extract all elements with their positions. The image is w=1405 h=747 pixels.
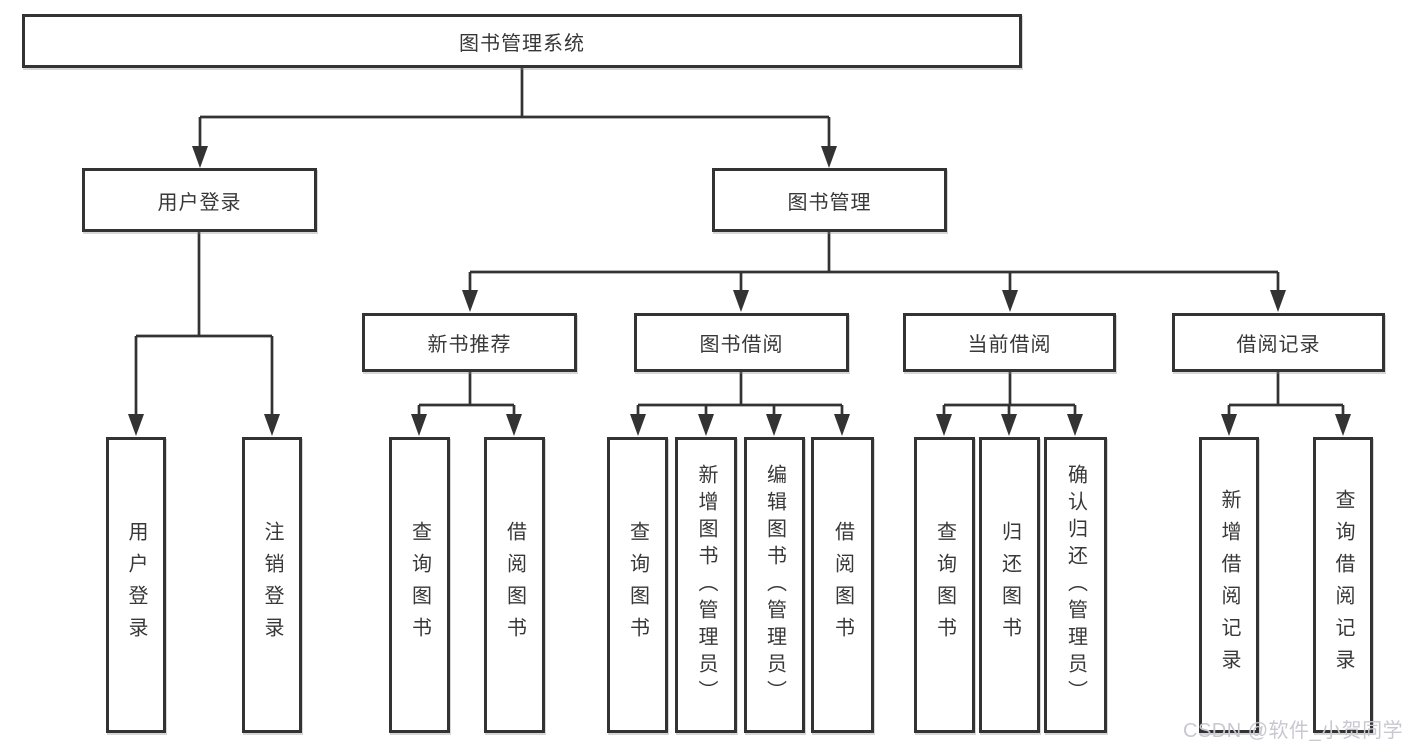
node-rec-borrow-books: 借阅图书 (484, 437, 545, 733)
node-leaf-user-login-label: 用户登录 (125, 521, 147, 649)
node-rec-borrow-books-label: 借阅图书 (503, 521, 526, 649)
node-book-management-label: 图书管理 (787, 191, 872, 214)
node-book-management: 图书管理 (712, 168, 947, 232)
node-bb-edit-books-admin: 编辑图书（管理员） (744, 437, 805, 733)
node-borrow-records: 借阅记录 (1172, 313, 1385, 372)
node-current-borrow: 当前借阅 (903, 313, 1116, 372)
node-user-login-label: 用户登录 (157, 191, 242, 214)
node-rec-query-books-label: 查询图书 (408, 521, 431, 649)
node-leaf-logout-label: 注销登录 (261, 521, 283, 649)
node-cb-query-books-label: 查询图书 (933, 521, 956, 649)
node-current-borrow-label: 当前借阅 (967, 334, 1052, 356)
node-cb-return-books-label: 归还图书 (998, 521, 1021, 649)
node-borrow-records-label: 借阅记录 (1236, 334, 1321, 356)
csdn-watermark: CSDN @软件_小贺同学 (1183, 720, 1404, 742)
node-book-borrow: 图书借阅 (634, 313, 849, 372)
node-bb-edit-books-admin-label: 编辑图书（管理员） (763, 463, 786, 707)
node-bb-query-books: 查询图书 (607, 437, 668, 733)
node-user-login: 用户登录 (82, 168, 317, 232)
node-br-query-record: 查询借阅记录 (1313, 437, 1373, 733)
node-leaf-user-login: 用户登录 (106, 437, 166, 733)
node-library-system-label: 图书管理系统 (459, 32, 585, 55)
node-cb-query-books: 查询图书 (914, 437, 975, 733)
node-library-system: 图书管理系统 (22, 14, 1022, 68)
node-cb-confirm-return-admin: 确认归还（管理员） (1044, 437, 1107, 733)
node-cb-return-books: 归还图书 (979, 437, 1040, 733)
node-bb-add-books-admin-label: 新增图书（管理员） (695, 463, 717, 707)
node-cb-confirm-return-admin-label: 确认归还（管理员） (1064, 463, 1087, 707)
node-bb-add-books-admin: 新增图书（管理员） (675, 437, 737, 733)
node-leaf-logout: 注销登录 (242, 437, 302, 733)
node-br-add-record-label: 新增借阅记录 (1218, 489, 1240, 681)
node-book-borrow-label: 图书借阅 (699, 334, 784, 356)
node-bb-query-books-label: 查询图书 (626, 521, 649, 649)
node-br-add-record: 新增借阅记录 (1199, 437, 1259, 733)
node-bb-borrow-books-label: 借阅图书 (831, 521, 854, 649)
node-rec-query-books: 查询图书 (389, 437, 450, 733)
node-new-book-recommend: 新书推荐 (362, 313, 577, 372)
node-bb-borrow-books: 借阅图书 (811, 437, 874, 733)
node-new-book-recommend-label: 新书推荐 (427, 334, 512, 356)
node-br-query-record-label: 查询借阅记录 (1332, 489, 1354, 681)
